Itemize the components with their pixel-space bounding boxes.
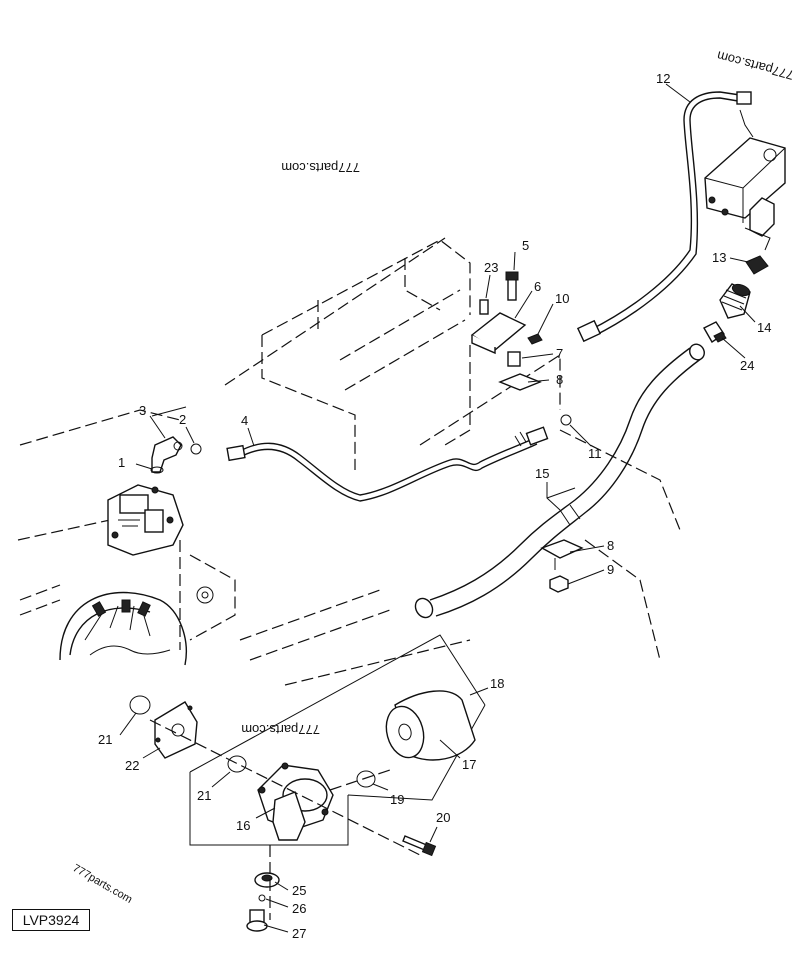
watermarks: 777parts.com 777parts.com 777parts.com 7… (71, 48, 796, 906)
elbow-fitting-3 (151, 436, 183, 473)
callout-17: 17 (462, 757, 476, 772)
callout-27: 27 (292, 926, 306, 941)
o-ring-1 (150, 466, 164, 474)
clip-8-upper (498, 373, 542, 391)
leader-lines (119, 83, 756, 933)
adapter-14 (719, 283, 751, 319)
callout-12: 12 (656, 71, 670, 86)
callout-11: 11 (588, 446, 602, 461)
callout-20: 20 (436, 810, 450, 825)
bracket-6 (470, 312, 527, 355)
watermark-center: 777parts.com (241, 722, 320, 737)
fitting-7 (507, 351, 521, 367)
callout-1: 1 (118, 455, 125, 470)
callout-10: 10 (555, 291, 569, 306)
assembly-axis-lines (149, 639, 471, 920)
valve-unit (704, 109, 786, 251)
transmission-housing (59, 586, 214, 666)
drain-valve-27 (246, 909, 268, 932)
callout-22: 22 (125, 758, 139, 773)
callout-19: 19 (390, 792, 404, 807)
filter-head-16 (257, 762, 334, 841)
clip-8-lower (540, 539, 584, 570)
o-ring-21-left (129, 695, 151, 715)
o-ring-11 (560, 414, 572, 426)
callout-25: 25 (292, 883, 306, 898)
tube-12 (576, 91, 752, 343)
o-ring-2 (190, 443, 202, 455)
callout-21-right: 21 (197, 788, 211, 803)
gasket-22 (154, 701, 198, 759)
callout-6: 6 (534, 279, 541, 294)
frame-outline (17, 237, 681, 661)
callout-23: 23 (484, 260, 498, 275)
callout-24: 24 (740, 358, 754, 373)
callout-2: 2 (179, 412, 186, 427)
callout-8-lower: 8 (607, 538, 614, 553)
callout-13: 13 (712, 250, 726, 265)
callout-18: 18 (490, 676, 504, 691)
callout-26: 26 (292, 901, 306, 916)
hose-15 (414, 343, 705, 619)
o-ring-21-right (227, 755, 247, 773)
o-ring-19 (356, 770, 376, 788)
nut-10 (527, 333, 543, 345)
nut-9 (549, 575, 569, 593)
drain-plug-25 (254, 872, 280, 888)
callout-7: 7 (556, 346, 563, 361)
watermark-top-center: 777parts.com (281, 160, 360, 175)
callout-14: 14 (757, 320, 771, 335)
bolt-5 (505, 271, 519, 301)
filter-element-17 (385, 690, 476, 761)
watermark-top-right: 777parts.com (715, 48, 795, 83)
hydraulic-pump (107, 484, 184, 556)
tube-4 (226, 426, 549, 502)
callout-3: 3 (139, 403, 146, 418)
callout-15: 15 (535, 466, 549, 481)
fitting-13 (745, 255, 769, 275)
callout-9: 9 (607, 562, 614, 577)
bolt-23 (479, 299, 489, 315)
bolt-20 (402, 835, 437, 857)
callout-labels: 1 2 3 4 5 6 7 8 8 9 10 11 12 13 14 15 16… (98, 71, 771, 941)
callout-16: 16 (236, 818, 250, 833)
callout-8-upper: 8 (556, 372, 563, 387)
diagram-code-label: LVP3924 (12, 909, 90, 931)
o-ring-26 (258, 894, 266, 902)
watermark-bottom-left: 777parts.com (71, 862, 135, 906)
callout-4: 4 (241, 413, 248, 428)
callout-21-left: 21 (98, 732, 112, 747)
callout-5: 5 (522, 238, 529, 253)
